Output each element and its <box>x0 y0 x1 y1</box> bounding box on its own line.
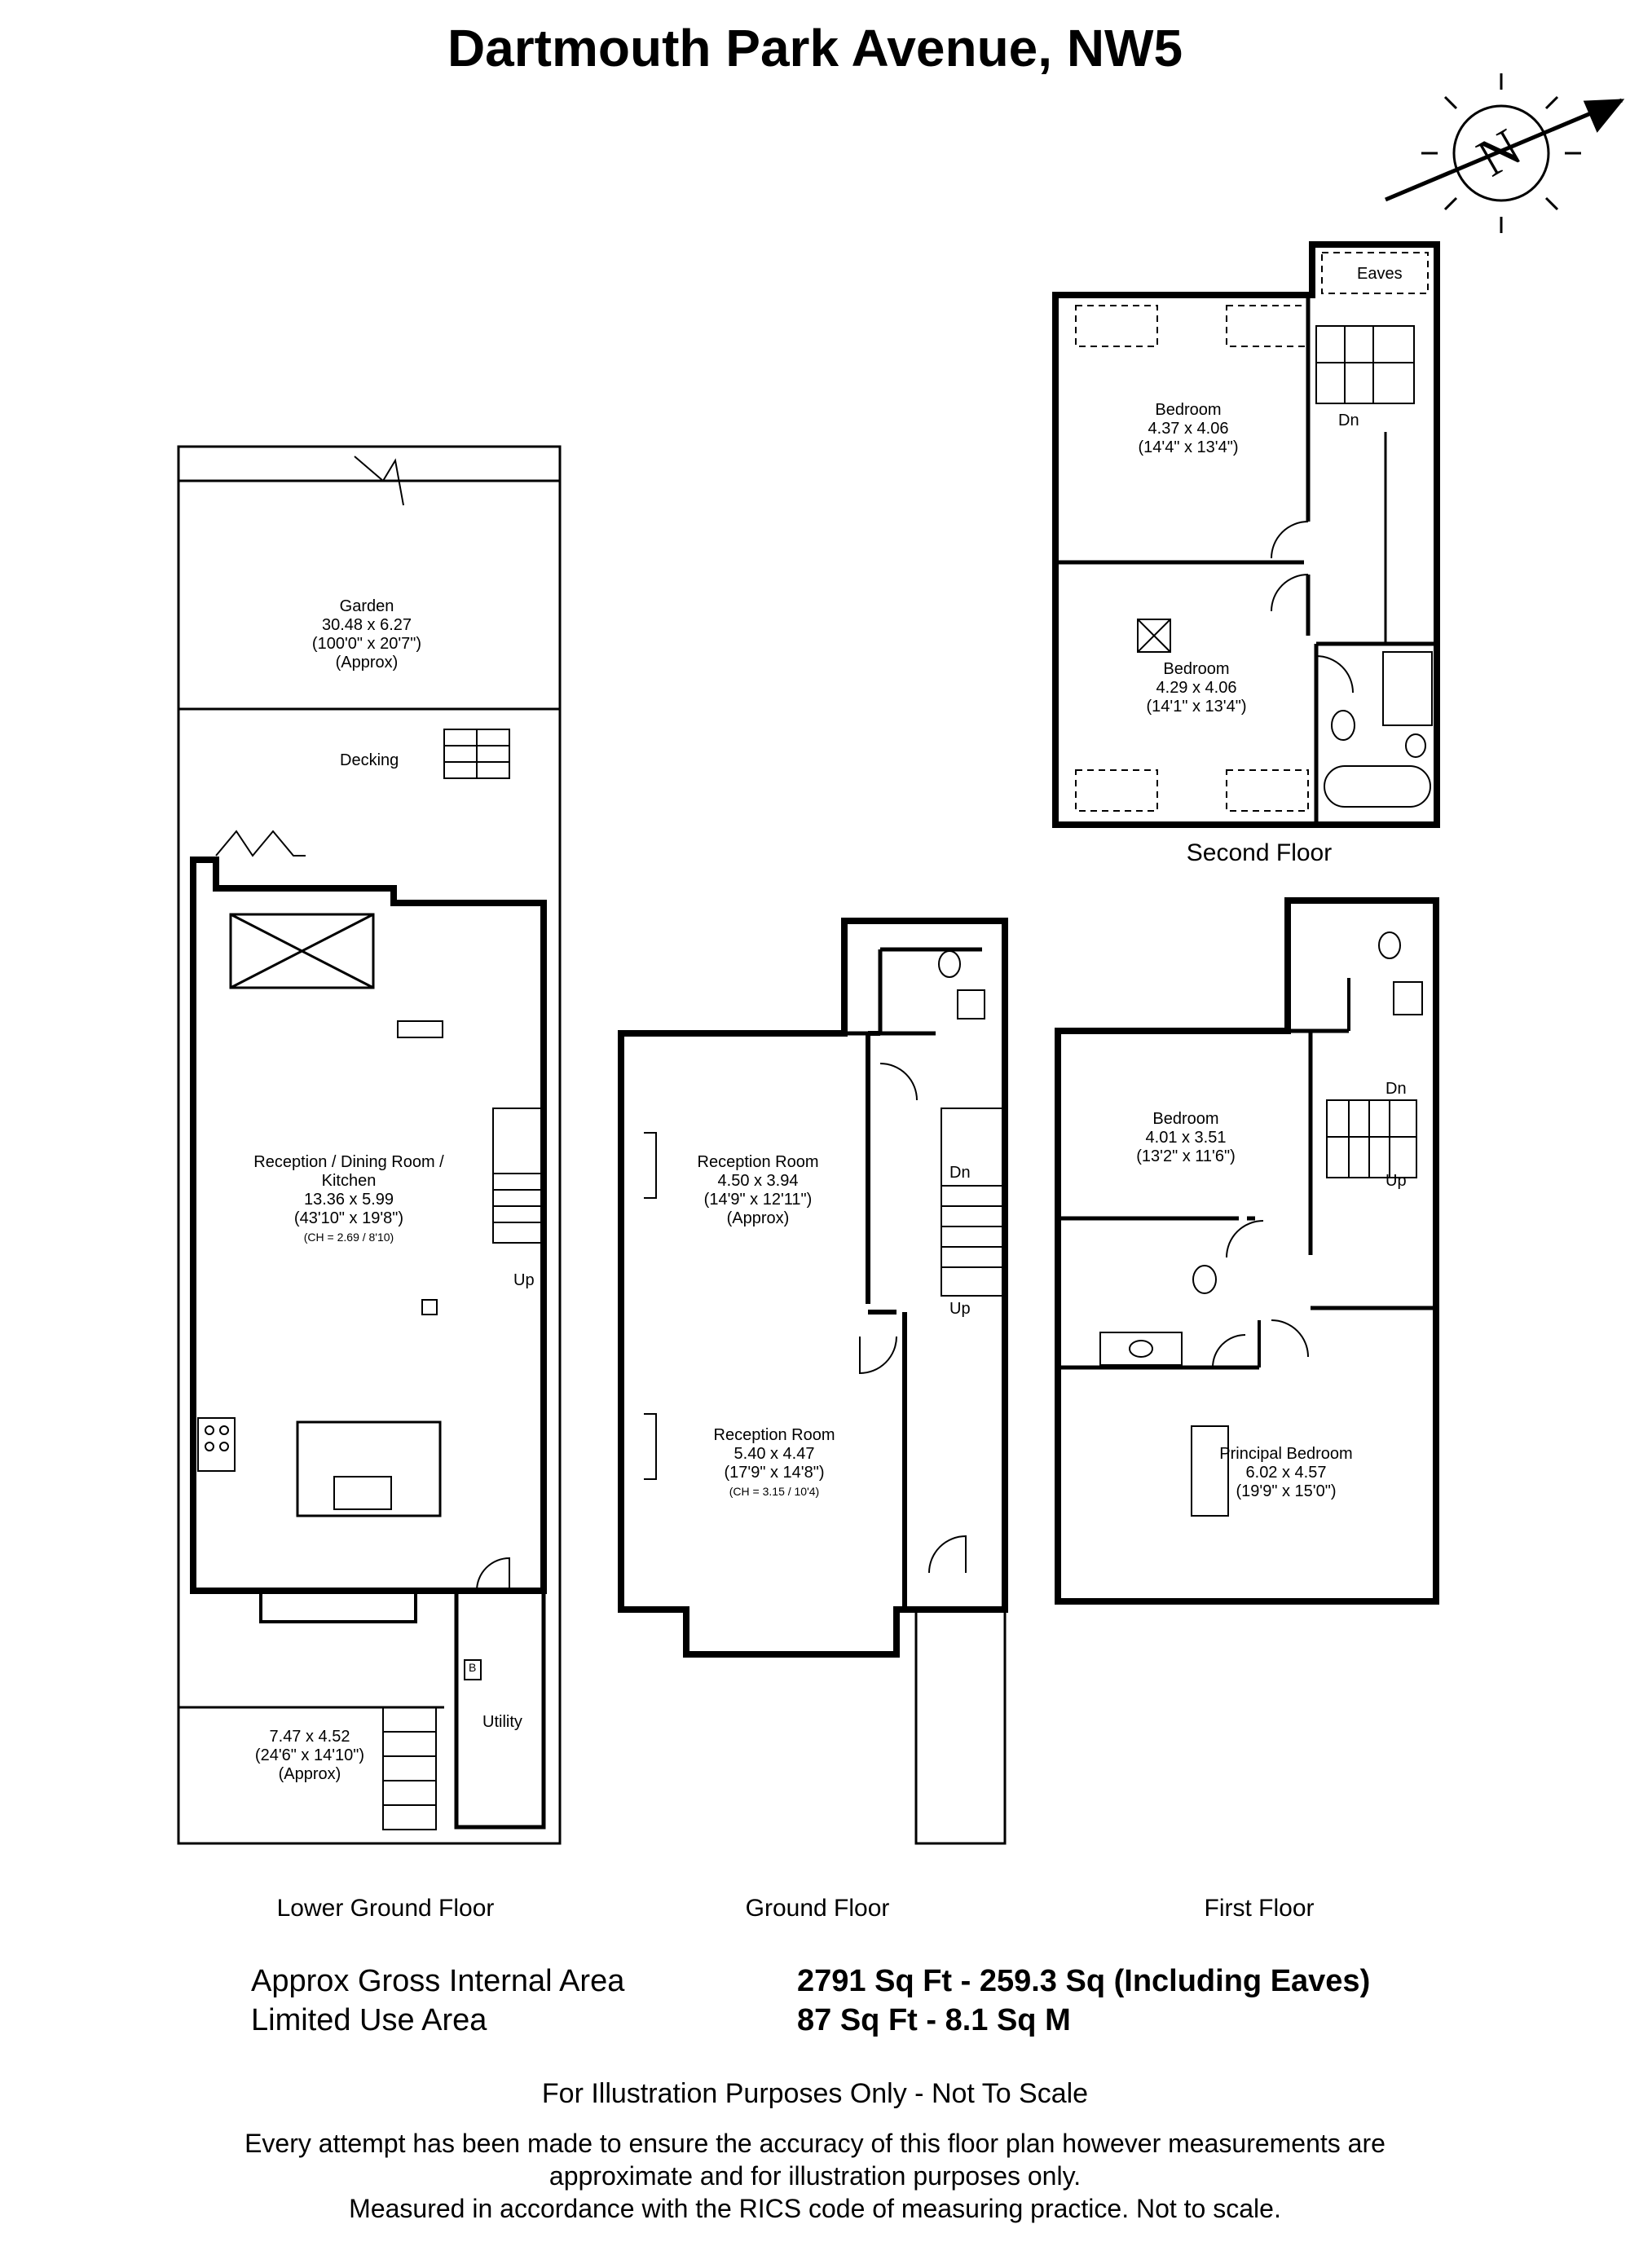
room-vault: 7.47 x 4.52 (24'6" x 14'10") (Approx) <box>255 1728 364 1784</box>
room-name: Bedroom <box>1155 401 1222 419</box>
floor-label-lower-ground: Lower Ground Floor <box>276 1895 495 1922</box>
room-reception-1: Reception Room 4.50 x 3.94 (14'9" x 12'1… <box>698 1153 819 1228</box>
floor-label-ground: Ground Floor <box>745 1895 890 1922</box>
floor-label-second: Second Floor <box>1186 839 1333 866</box>
room-note: (Approx) <box>335 654 399 672</box>
room-principal-bedroom: Principal Bedroom 6.02 x 4.57 (19'9" x 1… <box>1219 1445 1352 1501</box>
room-name: Garden <box>339 597 394 615</box>
room-dimensions-imperial: (43'10" x 19'8") <box>293 1209 404 1227</box>
room-name: Bedroom <box>1163 660 1230 678</box>
room-dimensions: 30.48 x 6.27 <box>321 616 412 634</box>
room-dimensions: 4.50 x 3.94 <box>717 1172 799 1190</box>
room-name: Reception Room <box>697 1153 819 1171</box>
room-dimensions-imperial: (19'9" x 15'0") <box>1236 1482 1337 1500</box>
ceiling-height: (CH = 3.15 / 10'4) <box>729 1485 820 1498</box>
room-name: Reception / Dining Room / <box>253 1153 444 1171</box>
first-floor-plan <box>1055 897 1439 1605</box>
second-floor-plan <box>1052 241 1440 828</box>
room-reception-2: Reception Room 5.40 x 4.47 (17'9" x 14'8… <box>714 1426 835 1501</box>
disclaimer-line-3: Measured in accordance with the RICS cod… <box>349 2194 1281 2223</box>
stairs-up-label: Up <box>949 1300 971 1318</box>
room-dimensions: 5.40 x 4.47 <box>734 1445 815 1463</box>
stairs-up-label: Up <box>513 1271 535 1289</box>
room-reception-kitchen: Reception / Dining Room / Kitchen 13.36 … <box>253 1153 443 1247</box>
limited-area-value: 87 Sq Ft - 8.1 Sq M <box>797 2003 1071 2037</box>
label-eaves: Eaves <box>1357 265 1403 283</box>
room-dimensions-imperial: (17'9" x 14'8") <box>724 1464 825 1482</box>
room-dimensions: 4.01 x 3.51 <box>1145 1129 1227 1147</box>
room-dimensions-imperial: (14'9" x 12'11") <box>703 1191 813 1209</box>
room-dimensions-imperial: (24'6" x 14'10") <box>254 1746 365 1764</box>
room-bedroom-first: Bedroom 4.01 x 3.51 (13'2" x 11'6") <box>1136 1110 1236 1166</box>
room-dimensions: 6.02 x 4.57 <box>1245 1464 1327 1482</box>
room-garden: Garden 30.48 x 6.27 (100'0" x 20'7") (Ap… <box>312 597 421 672</box>
gross-area-label: Approx Gross Internal Area <box>251 1964 625 1998</box>
lower-ground-floor-plan <box>177 445 562 1845</box>
disclaimer-heading: For Illustration Purposes Only - Not To … <box>541 2078 1089 2109</box>
label-boiler: B <box>469 1661 477 1674</box>
room-dimensions-imperial: (100'0" x 20'7") <box>311 635 422 653</box>
stairs-down-label: Dn <box>1338 412 1359 429</box>
stairs-up-label: Up <box>1386 1172 1407 1190</box>
room-note: (Approx) <box>278 1765 341 1783</box>
room-bedroom-second-a: Bedroom 4.37 x 4.06 (14'4" x 13'4") <box>1138 401 1238 457</box>
room-dimensions: 4.29 x 4.06 <box>1156 679 1237 697</box>
disclaimer-line-2: approximate and for illustration purpose… <box>548 2161 1082 2191</box>
stairs-down-label: Dn <box>1386 1080 1407 1098</box>
label-decking: Decking <box>340 751 399 769</box>
floor-label-first: First Floor <box>1204 1895 1315 1922</box>
room-dimensions: 13.36 x 5.99 <box>303 1191 394 1209</box>
room-note: (Approx) <box>726 1209 790 1227</box>
room-name: Bedroom <box>1152 1110 1219 1128</box>
room-name-cont: Kitchen <box>321 1172 377 1190</box>
room-dimensions-imperial: (14'4" x 13'4") <box>1138 438 1239 456</box>
limited-area-label: Limited Use Area <box>251 2003 487 2037</box>
stairs-down-label: Dn <box>949 1164 971 1182</box>
disclaimer-line-1: Every attempt has been made to ensure th… <box>244 2129 1386 2158</box>
label-utility: Utility <box>482 1713 522 1731</box>
ground-floor-plan <box>618 918 1008 1845</box>
room-dimensions: 4.37 x 4.06 <box>1148 420 1229 438</box>
ceiling-height: (CH = 2.69 / 8'10) <box>303 1231 394 1244</box>
room-dimensions-imperial: (13'2" x 11'6") <box>1136 1147 1236 1165</box>
room-dimensions: 7.47 x 4.52 <box>269 1728 350 1746</box>
room-bedroom-second-b: Bedroom 4.29 x 4.06 (14'1" x 13'4") <box>1146 660 1246 716</box>
room-dimensions-imperial: (14'1" x 13'4") <box>1146 698 1247 716</box>
compass-rose <box>1385 73 1625 233</box>
gross-area-value: 2791 Sq Ft - 259.3 Sq (Including Eaves) <box>797 1964 1371 1998</box>
room-name: Principal Bedroom <box>1219 1445 1353 1463</box>
room-name: Reception Room <box>713 1426 835 1444</box>
page-title: Dartmouth Park Avenue, NW5 <box>447 19 1183 77</box>
